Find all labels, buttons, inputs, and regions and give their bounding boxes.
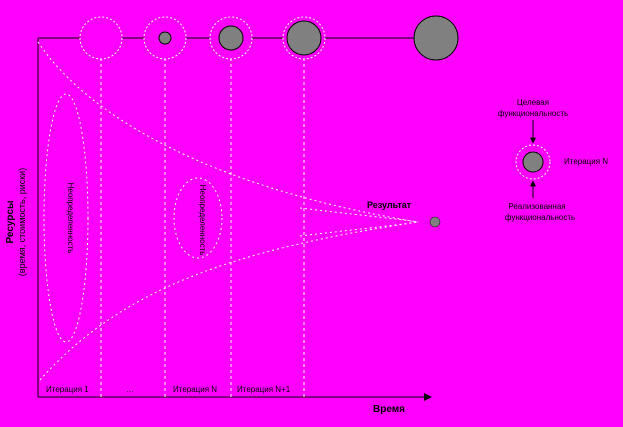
funnel-lower-curve — [39, 221, 419, 381]
uncertainty-label-large: Неопределенность — [66, 183, 75, 254]
funnel-inner-lower — [299, 221, 419, 237]
legend-target-line2: функциональность — [498, 109, 568, 118]
legend: Целевая функциональность Итерация N Реал… — [498, 98, 608, 222]
iteration-circles — [79, 15, 459, 61]
funnel-inner-upper — [299, 207, 419, 223]
legend-iteration-label: Итерация N — [564, 157, 608, 166]
result-point — [429, 216, 441, 228]
iteration-4-circle-inner — [286, 20, 322, 56]
uncertainty-ellipse-large — [43, 93, 89, 343]
iteration-n-plus-1-label: Итерация N+1 — [237, 385, 291, 394]
y-axis-title: Ресурсы — [5, 200, 16, 243]
legend-target-line1: Целевая — [517, 98, 549, 107]
iteration-ellipsis-label: … — [126, 385, 134, 394]
iteration-2-circle-inner — [158, 31, 172, 45]
final-result-circle — [413, 15, 459, 61]
x-axis-title: Время — [373, 404, 405, 415]
uncertainty-ellipse-small — [173, 177, 223, 259]
funnel-upper-curve — [37, 41, 419, 223]
iteration-3-circle-inner — [218, 25, 244, 51]
legend-implemented-line1: Реализованная — [508, 202, 565, 211]
uncertainty-label-small: Неопределенность — [198, 185, 207, 256]
result-label: Результат — [367, 200, 412, 210]
iteration-1-label: Итерация 1 — [46, 385, 89, 394]
legend-implemented-line2: функциональность — [505, 213, 575, 222]
y-axis-subtitle: (время, стоимость, риски) — [17, 168, 27, 276]
arrow-right-icon — [424, 393, 432, 401]
legend-circle-inner — [522, 151, 544, 173]
iteration-1-circle — [79, 16, 123, 60]
iteration-n-label: Итерация N — [173, 385, 217, 394]
